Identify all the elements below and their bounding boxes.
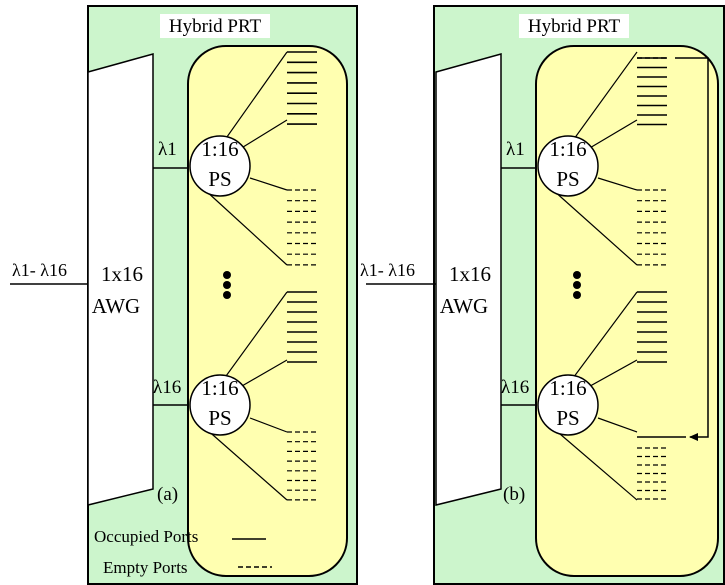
panel-b-top-fanout-line — [552, 189, 638, 266]
panel-a-ports-empty-top — [287, 189, 317, 266]
panel-b-top-power-splitter — [537, 135, 599, 197]
panel-b-bottom-splitter-group: λ16 1:16 PS — [501, 291, 638, 501]
panel-b-awg-label-line1: 1x16 — [449, 262, 491, 286]
panel-b-input-label: λ1- λ16 — [360, 260, 415, 280]
panel-a-bottom-fanout-line — [249, 417, 288, 433]
panel-a-top-splitter-wavelength: λ1 — [158, 139, 177, 160]
panel-a-bottom-power-splitter — [189, 374, 251, 436]
panel-a-ellipsis-dot — [223, 281, 231, 289]
panel-b-top-splitter-ratio: 1:16 — [549, 137, 586, 161]
panel-a-awg — [87, 53, 154, 506]
panel-a-awg-label-line1: 1x16 — [101, 262, 143, 286]
panel-a-bottom-fanout-line — [204, 427, 288, 501]
panel-b-top-fanout-line — [582, 119, 638, 153]
panel-a-bottom-splitter-wavelength: λ16 — [153, 377, 181, 398]
panel-a-tag: (a) — [157, 484, 178, 505]
panel-b: Hybrid PRT 1x16 AWG λ1- λ16 λ1 1:16 PS — [360, 5, 725, 585]
panel-b-ports-empty-bottom — [637, 447, 667, 500]
panel-a-top-splitter-group: λ1 1:16 PS — [153, 51, 288, 266]
panel-b-bottom-splitter-ratio: 1:16 — [549, 376, 586, 400]
panel-a-bottom-splitter-type: PS — [208, 406, 231, 430]
panel-a-ports-occupied-bottom — [287, 291, 317, 363]
panel-b-top-splitter-type: PS — [556, 167, 579, 191]
panel-a-top-splitter-type: PS — [208, 167, 231, 191]
panel-b-title: Hybrid PRT — [528, 16, 621, 37]
panel-b-title-background — [519, 14, 629, 38]
panel-a-splitter-box — [187, 45, 348, 577]
panel-b-bottom-fanout-line — [552, 427, 638, 501]
panel-b-ellipsis-dot — [573, 281, 581, 289]
panel-b-tag: (b) — [503, 484, 525, 505]
panel-a-bottom-splitter-group: λ16 1:16 PS — [153, 291, 288, 501]
panel-a-ellipsis-dot — [223, 291, 231, 299]
panel-b-bottom-splitter-wavelength: λ16 — [501, 377, 529, 398]
panel-b-bottom-splitter-type: PS — [556, 406, 579, 430]
legend-occupied-label: Occupied Ports — [94, 527, 198, 546]
panel-a-bottom-fanout-line — [234, 359, 288, 391]
panel-b-loopback — [637, 57, 709, 441]
panel-a-input-label: λ1- λ16 — [12, 260, 67, 280]
panel-a-top-fanout-line — [249, 177, 288, 191]
panel-a-top-splitter-ratio: 1:16 — [201, 137, 238, 161]
panel-a-bottom-splitter-ratio: 1:16 — [201, 376, 238, 400]
panel-a-top-fanout-line — [204, 189, 288, 266]
panel-a: Hybrid PRT 1x16 AWG λ1- λ16 λ1 1:16 PS — [10, 5, 358, 585]
panel-a-title-background — [160, 14, 270, 38]
panel-b-top-splitter-wavelength: λ1 — [506, 139, 525, 160]
panel-b-top-splitter-group: λ1 1:16 PS — [501, 51, 638, 266]
panel-b-ports-occupied-bottom — [637, 291, 667, 363]
panel-a-awg-label-line2: AWG — [92, 294, 140, 318]
panel-b-bottom-fanout-line — [582, 359, 638, 391]
panel-a-ports-empty-bottom — [287, 431, 317, 501]
panel-b-awg-label-line2: AWG — [440, 294, 488, 318]
panel-b-ellipsis-dot — [573, 271, 581, 279]
panel-b-ports-empty-top — [637, 189, 667, 266]
panel-b-loopback-arrow — [675, 57, 709, 441]
panel-b-bottom-fanout-line — [597, 417, 638, 433]
legend-empty-label: Empty Ports — [103, 558, 188, 577]
panel-a-ports-occupied-top — [287, 51, 317, 125]
panel-b-top-fanout-line — [597, 177, 638, 191]
panel-a-title: Hybrid PRT — [169, 16, 262, 37]
panel-a-top-power-splitter — [189, 135, 251, 197]
panel-b-ellipsis-dot — [573, 291, 581, 299]
panel-b-awg — [435, 53, 502, 506]
panel-a-ellipsis-dot — [223, 271, 231, 279]
panel-b-bottom-power-splitter — [537, 374, 599, 436]
